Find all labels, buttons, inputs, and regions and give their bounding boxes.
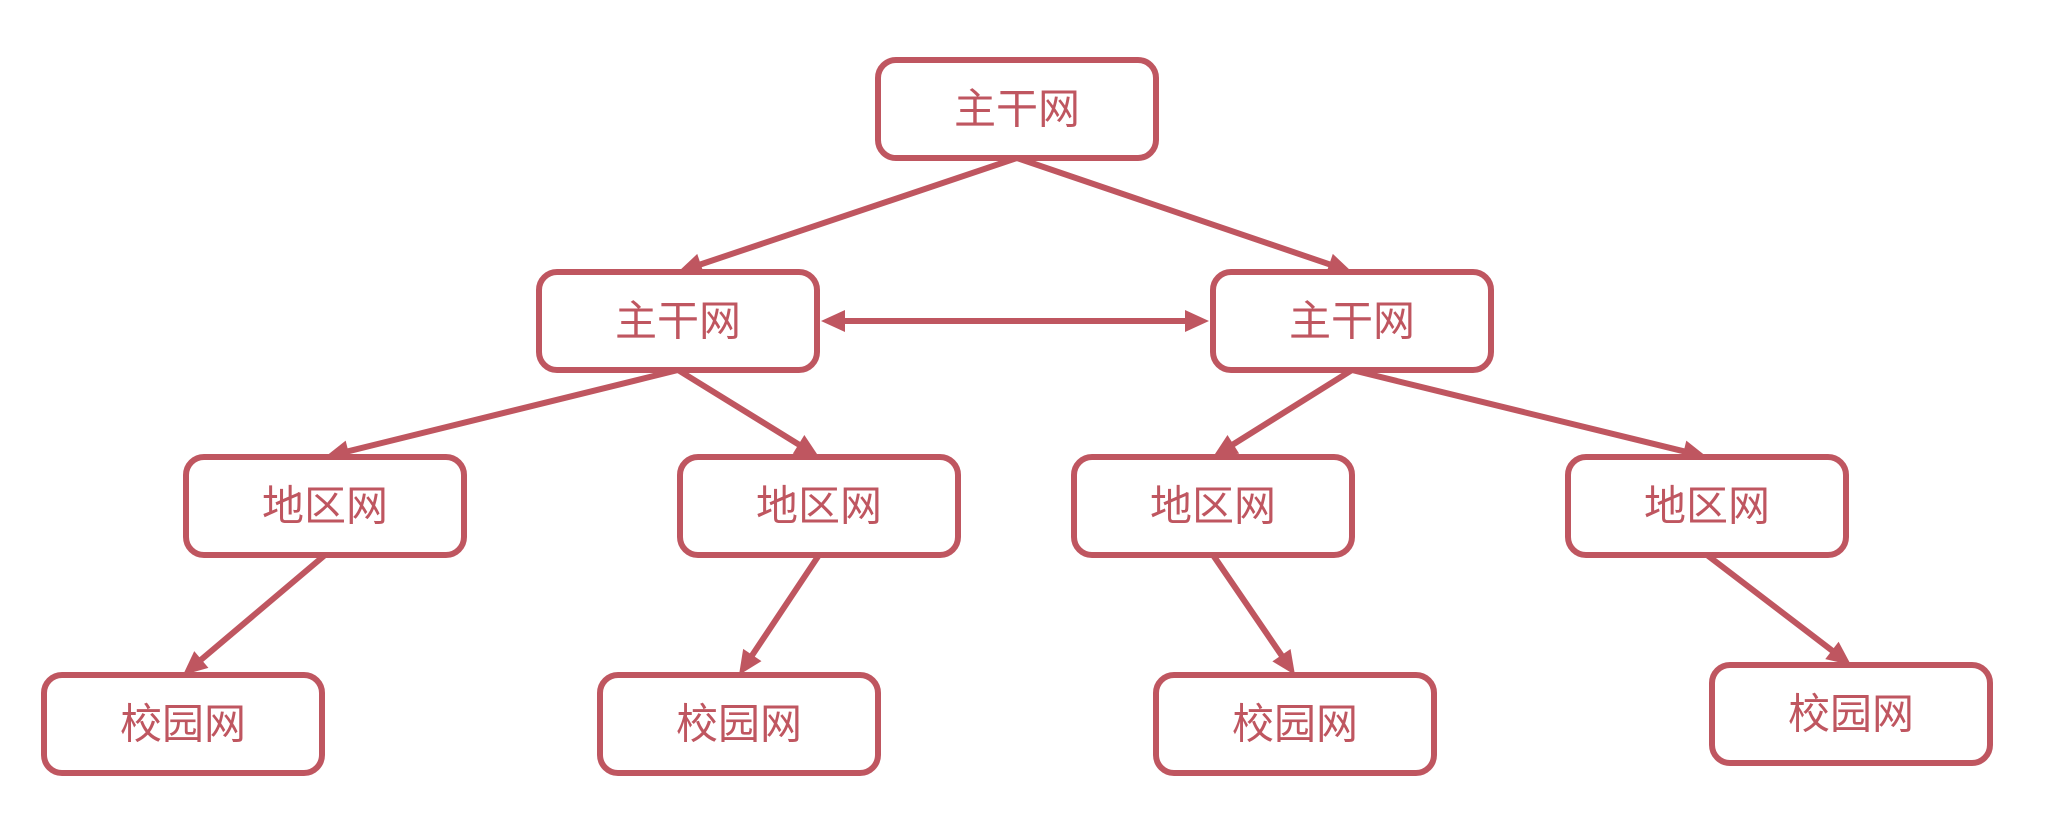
node-box: [1210, 269, 1494, 373]
arrowhead-icon: [821, 310, 845, 332]
edge-backbone-root-to-backbone-right: [1014, 155, 1352, 275]
node-campus-4: 校园网: [1709, 662, 1993, 766]
node-label: 校园网: [1232, 700, 1358, 749]
node-campus-2: 校园网: [597, 672, 881, 776]
edge-line: [193, 552, 328, 667]
edge-backbone-left-to-regional-2: [675, 367, 819, 457]
node-box: [1565, 454, 1849, 558]
node-box: [183, 454, 467, 558]
node-box: [1709, 662, 1993, 766]
node-box: [41, 672, 325, 776]
node-label: 地区网: [1150, 482, 1276, 531]
edge-backbone-right-to-regional-3: [1213, 367, 1355, 457]
node-label: 地区网: [756, 482, 882, 531]
edge-line: [1704, 552, 1840, 658]
edge-backbone-left-to-backbone-right: [821, 310, 1209, 332]
edge-line: [1349, 367, 1693, 456]
node-label: 主干网: [1289, 297, 1415, 346]
node-label: 校园网: [676, 700, 802, 749]
node-box: [536, 269, 820, 373]
edges-layer: [183, 155, 1851, 675]
node-label: 校园网: [1788, 690, 1914, 739]
edge-regional-3-to-campus-3: [1210, 552, 1295, 675]
node-backbone-right: 主干网: [1210, 269, 1494, 373]
arrowhead-icon: [739, 648, 762, 675]
arrowhead-icon: [1185, 310, 1209, 332]
node-backbone-root: 主干网: [875, 57, 1159, 161]
edge-regional-2-to-campus-2: [739, 552, 822, 675]
node-label: 地区网: [262, 482, 388, 531]
node-campus-1: 校园网: [41, 672, 325, 776]
arrowhead-icon: [1213, 434, 1240, 457]
node-label: 校园网: [120, 700, 246, 749]
edge-backbone-root-to-backbone-left: [678, 155, 1020, 275]
nodes-layer: 主干网主干网主干网地区网地区网地区网地区网校园网校园网校园网校园网: [41, 57, 1993, 776]
edge-regional-4-to-campus-4: [1704, 552, 1851, 665]
edge-line: [339, 367, 681, 456]
node-regional-4: 地区网: [1565, 454, 1849, 558]
node-box: [597, 672, 881, 776]
node-regional-2: 地区网: [677, 454, 961, 558]
edge-line: [745, 552, 822, 664]
node-box: [1153, 672, 1437, 776]
node-label: 主干网: [954, 85, 1080, 134]
edge-backbone-left-to-regional-1: [325, 367, 681, 462]
node-box: [677, 454, 961, 558]
edge-regional-1-to-campus-1: [183, 552, 328, 675]
edge-line: [692, 155, 1020, 270]
node-box: [875, 57, 1159, 161]
edge-line: [1210, 552, 1288, 664]
edge-backbone-right-to-regional-4: [1349, 367, 1707, 462]
node-backbone-left: 主干网: [536, 269, 820, 373]
node-regional-3: 地区网: [1071, 454, 1355, 558]
arrowhead-icon: [1272, 648, 1295, 675]
arrowhead-icon: [792, 435, 819, 457]
node-box: [1071, 454, 1355, 558]
node-label: 地区网: [1644, 482, 1770, 531]
edge-line: [675, 367, 807, 451]
arrowhead-icon: [1825, 641, 1851, 665]
node-label: 主干网: [615, 297, 741, 346]
node-campus-3: 校园网: [1153, 672, 1437, 776]
node-regional-1: 地区网: [183, 454, 467, 558]
arrowhead-icon: [183, 651, 209, 675]
edge-line: [1014, 155, 1338, 270]
edge-line: [1225, 367, 1355, 451]
